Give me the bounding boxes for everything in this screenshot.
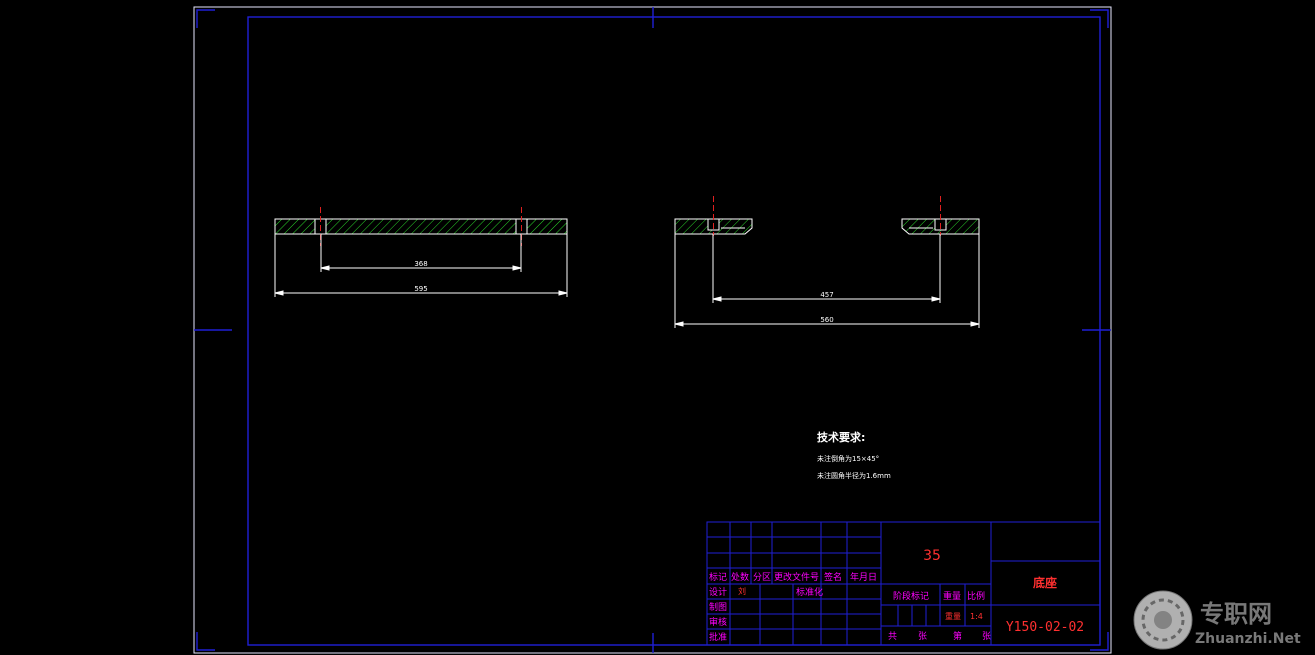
technical-requirements: 技术要求: 未注倒角为15×45° 未注圆角半径为1.6mm [817,430,891,480]
tb-drawing-number: Y150-02-02 [1006,620,1084,635]
right-dim-outer-label: 560 [820,316,833,324]
outer-border [193,6,1112,654]
watermark: 专职网 Zhuanzhi.Net [1133,590,1301,650]
tb-row-approve: 批准 [709,631,727,643]
tb-sheets-total-label: 共 [888,631,897,642]
drawing-frame [194,7,1111,653]
tb-stage-mark: 阶段标记 [893,590,929,602]
tb-sheets-unit-1: 张 [918,631,927,642]
title-block: 标记 处数 分区 更改文件号 签名 年月日 设计 制图 审核 批准 标准化 阶段… [706,521,1101,646]
tb-header-signature: 签名 [824,571,842,583]
right-section-view: 457 560 [674,196,980,328]
tb-part-name: 底座 [1033,575,1057,590]
tb-material: 35 [923,548,941,564]
tb-scale-label: 比例 [967,590,985,602]
tb-weight-label: 重量 [943,590,961,602]
tb-scale-value: 1:4 [970,612,983,621]
tb-row-design: 设计 [709,586,727,598]
left-dim-inner-label: 368 [414,260,427,268]
tb-design-name: 刘 [738,586,746,596]
tb-sheet-no-label: 第 [953,630,962,642]
tb-header-date: 年月日 [850,571,877,583]
left-dim-outer-label: 595 [414,285,427,293]
notes-line-2: 未注圆角半径为1.6mm [817,471,891,480]
tb-row-draw: 制图 [709,601,727,613]
tb-header-mark: 标记 [709,571,727,583]
tb-row-check: 审核 [709,616,727,628]
inner-border [247,16,1101,646]
tb-header-zone: 分区 [753,572,771,583]
tb-sheets-unit-2: 张 [982,631,991,642]
tb-header-count: 处数 [731,571,749,583]
tb-weight-value: 重量 [945,611,961,621]
left-plate-section [274,218,568,235]
tb-header-change-doc: 更改文件号 [774,571,819,583]
left-section-view: 368 595 [274,207,568,297]
watermark-name: 专职网 [1200,600,1272,628]
notes-line-1: 未注倒角为15×45° [817,454,879,463]
watermark-url: Zhuanzhi.Net [1195,631,1301,647]
tb-standardization: 标准化 [796,586,823,598]
right-dim-inner-label: 457 [820,291,833,299]
sheet-frame [193,6,1112,654]
notes-title: 技术要求: [817,430,865,444]
